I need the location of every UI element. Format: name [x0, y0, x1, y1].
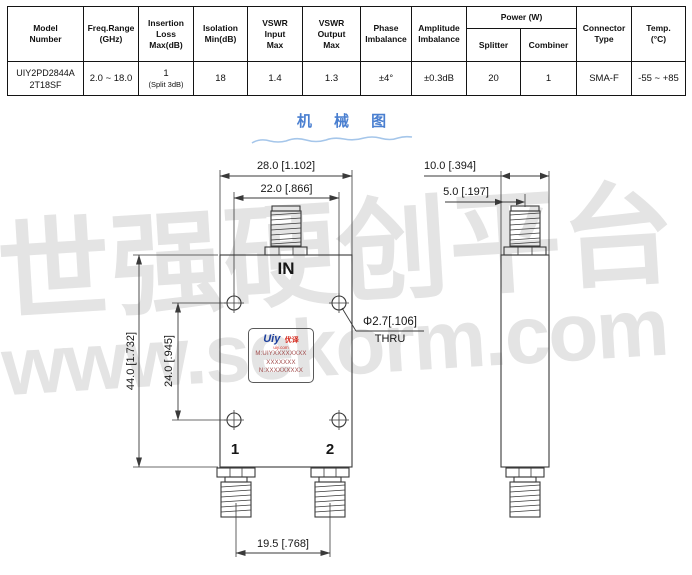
dim-body-width: 28.0 [1.102] — [256, 160, 316, 172]
dim-port-spacing: 19.5 [.768] — [257, 538, 309, 550]
hole-thru-note: THRU — [374, 333, 406, 345]
uiy-logo: Uiy 优译 — [249, 332, 313, 346]
mounting-hole-br — [328, 409, 350, 431]
side-view — [424, 171, 550, 518]
sma-connector-in — [264, 205, 308, 256]
cell-connector-type: SMA-F — [576, 61, 632, 96]
header-power: Power (W) — [466, 6, 577, 29]
spec-table: Model Number Freq.Range (GHz) Insertion … — [7, 6, 686, 96]
label-line-n: N:XXXXXXXXX — [258, 368, 304, 374]
header-temp: Temp. (°C) — [631, 6, 686, 62]
dim-side-width: 10.0 [.394] — [424, 160, 476, 172]
label-line-x: XXXXXXX — [266, 359, 296, 366]
mounting-hole-bl — [223, 409, 245, 431]
cell-vswr-output: 1.3 — [302, 61, 361, 96]
side-body — [500, 254, 550, 468]
header-phase-imbalance: Phase Imbalance — [360, 6, 412, 62]
header-model: Model Number — [7, 6, 84, 62]
title-wave-underline — [251, 135, 413, 144]
cell-freq-range: 2.0 ~ 18.0 — [83, 61, 139, 96]
header-insertion-loss: Insertion Loss Max(dB) — [138, 6, 194, 62]
port-in-label: IN — [277, 259, 295, 278]
cell-isolation: 18 — [193, 61, 248, 96]
header-vswr-input: VSWR Input Max — [247, 6, 303, 62]
front-view — [133, 170, 424, 557]
header-vswr-output: VSWR Output Max — [302, 6, 361, 62]
cell-model: UIY2PD2844A 2T18SF — [7, 61, 84, 96]
hole-diameter-note: Φ2.7[.106] — [363, 316, 417, 328]
header-power-combiner: Combiner — [520, 28, 577, 62]
cell-insertion-loss: 1(Split 3dB) — [138, 61, 194, 96]
header-connector-type: Connector Type — [576, 6, 632, 62]
header-amplitude-imbalance: Amplitude Imbalance — [411, 6, 467, 62]
uiy-logo-cn: 优译 — [284, 337, 299, 344]
cell-amplitude-imbalance: ±0.3dB — [411, 61, 467, 96]
insertion-note: (Split 3dB) — [148, 80, 184, 89]
product-label: Uiy 优译 uiy.com M:UIYXXXXXXXX XXXXXXX N:X… — [248, 328, 314, 383]
dim-hole-spacing-h: 22.0 [.866] — [260, 183, 313, 195]
header-power-splitter: Splitter — [466, 28, 521, 62]
header-freq-range: Freq.Range (GHz) — [83, 6, 139, 62]
cell-temp: -55 ~ +85 — [631, 61, 686, 96]
header-isolation: Isolation Min(dB) — [193, 6, 248, 62]
cell-phase-imbalance: ±4° — [360, 61, 412, 96]
port-1-label: 1 — [230, 441, 240, 458]
dim-connector-offset: 5.0 [.197] — [443, 186, 489, 198]
side-connector-bottom — [505, 467, 545, 518]
cell-power-splitter: 20 — [466, 61, 521, 96]
port-2-label: 2 — [325, 441, 335, 458]
cell-vswr-input: 1.4 — [247, 61, 303, 96]
side-connector-top — [503, 205, 547, 256]
dim-body-height: 44.0 [1.732] — [125, 331, 137, 391]
uiy-logo-url: uiy.com — [273, 345, 289, 350]
uiy-logo-text: Uiy — [263, 333, 281, 345]
insertion-value: 1 — [163, 68, 169, 79]
label-line-m: M:UIYXXXXXXXX — [255, 351, 307, 357]
section-title: 机 械 图 — [296, 113, 396, 130]
cell-power-combiner: 1 — [520, 61, 577, 96]
dim-hole-spacing-v: 24.0 [.945] — [163, 335, 175, 387]
